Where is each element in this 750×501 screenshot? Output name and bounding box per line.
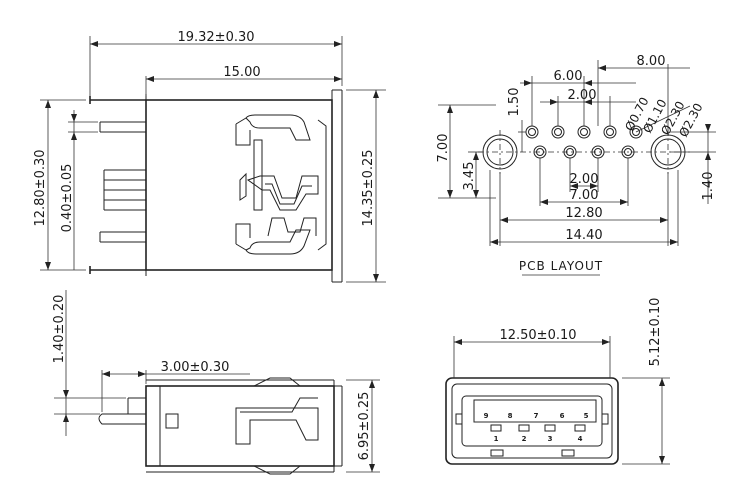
pin-label: 9 [484, 412, 489, 420]
top-view-pins [99, 121, 146, 243]
front-view: 9 8 7 6 5 1 2 3 4 12.50±0.10 5.12± [445, 298, 670, 465]
pin-label: 4 [578, 435, 583, 443]
top-view: 19.32±0.30 15.00 12.80±0.30 0.40±0.05 14… [33, 30, 386, 283]
pin-label: 6 [560, 412, 565, 420]
dim-pin-thickness: 0.40±0.05 [60, 164, 75, 233]
pin-label: 2 [522, 435, 527, 443]
dim-2-00-top: 2.00 [568, 88, 597, 103]
dim-7-00-mid: 7.00 [570, 188, 599, 203]
dim-width: 12.50±0.10 [499, 328, 576, 343]
front-view-pins-bottom: 1 2 3 4 [490, 424, 586, 443]
dim-overall-height: 12.80±0.30 [33, 149, 48, 226]
pin-label: 7 [534, 412, 539, 420]
front-view-shell [445, 377, 619, 465]
dim-14-40: 14.40 [565, 228, 602, 243]
dim-overall-length: 19.32±0.30 [177, 30, 254, 45]
pin-label: 3 [548, 435, 553, 443]
dim-3-45: 3.45 [462, 162, 477, 191]
dim-1-40: 1.40 [701, 172, 716, 201]
dim-height: 6.95±0.25 [357, 392, 372, 461]
top-view-contacts [235, 114, 327, 255]
dim-12-80: 12.80 [565, 206, 602, 221]
pcb-layout-title: PCB LAYOUT [519, 259, 603, 273]
pcb-layout: 8.00 6.00 2.00 1.50 Ø0.70 Ø1.10 Ø2.30 Ø2… [436, 54, 716, 276]
dim-2-00-mid: 2.00 [570, 172, 599, 187]
dim-8-00: 8.00 [637, 54, 666, 69]
dim-pin-pitch: 1.40±0.20 [52, 295, 67, 364]
dim-6-00: 6.00 [554, 69, 583, 84]
dim-height-front: 5.12±0.10 [648, 298, 663, 367]
dim-7-00-left: 7.00 [436, 134, 451, 163]
dim-1-50: 1.50 [507, 88, 522, 117]
pin-label: 1 [494, 435, 499, 443]
front-view-pins-top: 9 8 7 6 5 [484, 412, 589, 420]
side-view-pin [98, 413, 146, 425]
dim-body-length: 15.00 [223, 65, 260, 80]
side-view: 1.40±0.20 3.00±0.30 6.95±0.25 [52, 290, 380, 475]
dim-body-height: 14.35±0.25 [361, 149, 376, 226]
dim-pin-length: 3.00±0.30 [161, 360, 230, 375]
pin-label: 8 [508, 412, 513, 420]
pin-label: 5 [584, 412, 589, 420]
